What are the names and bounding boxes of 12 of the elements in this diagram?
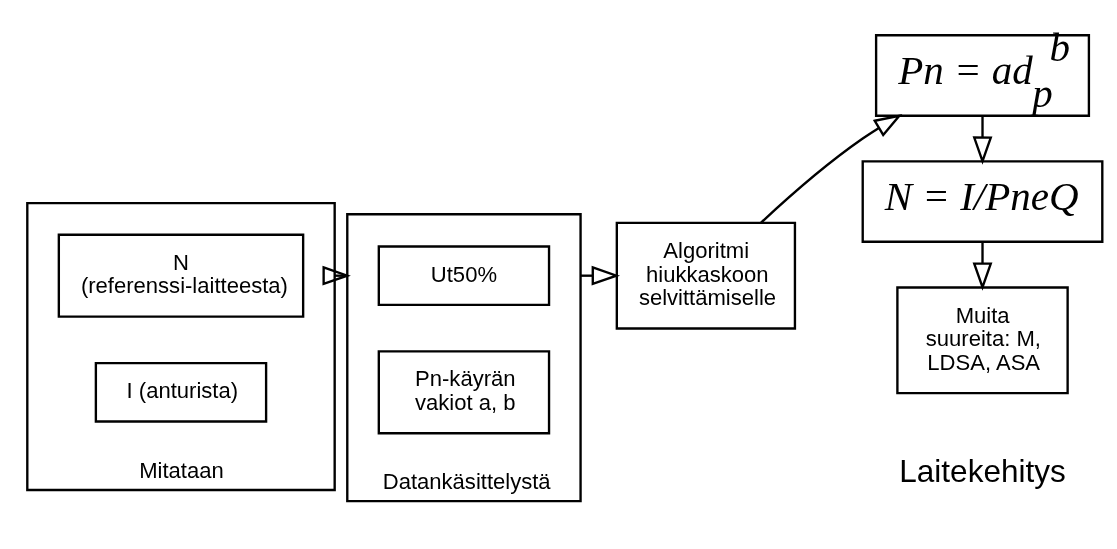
node-box: I (anturista) (94, 362, 268, 423)
node-box: Algoritmi hiukkaskoon selvittämiselle (615, 221, 797, 330)
node-box: N (referenssi-laitteesta) (57, 233, 305, 318)
arrow (760, 113, 903, 224)
node-box: Pn-käyrän vakiot a, b (377, 350, 551, 435)
node-box: Ut50% (377, 245, 551, 306)
arrow (322, 265, 351, 286)
label: Laitekehitys (899, 453, 1066, 490)
node-box: N = I/PneQ (861, 160, 1104, 243)
node-box: Muita suureita: M, LDSA, ASA (896, 286, 1069, 395)
arrow (972, 242, 993, 291)
arrow (972, 116, 993, 165)
